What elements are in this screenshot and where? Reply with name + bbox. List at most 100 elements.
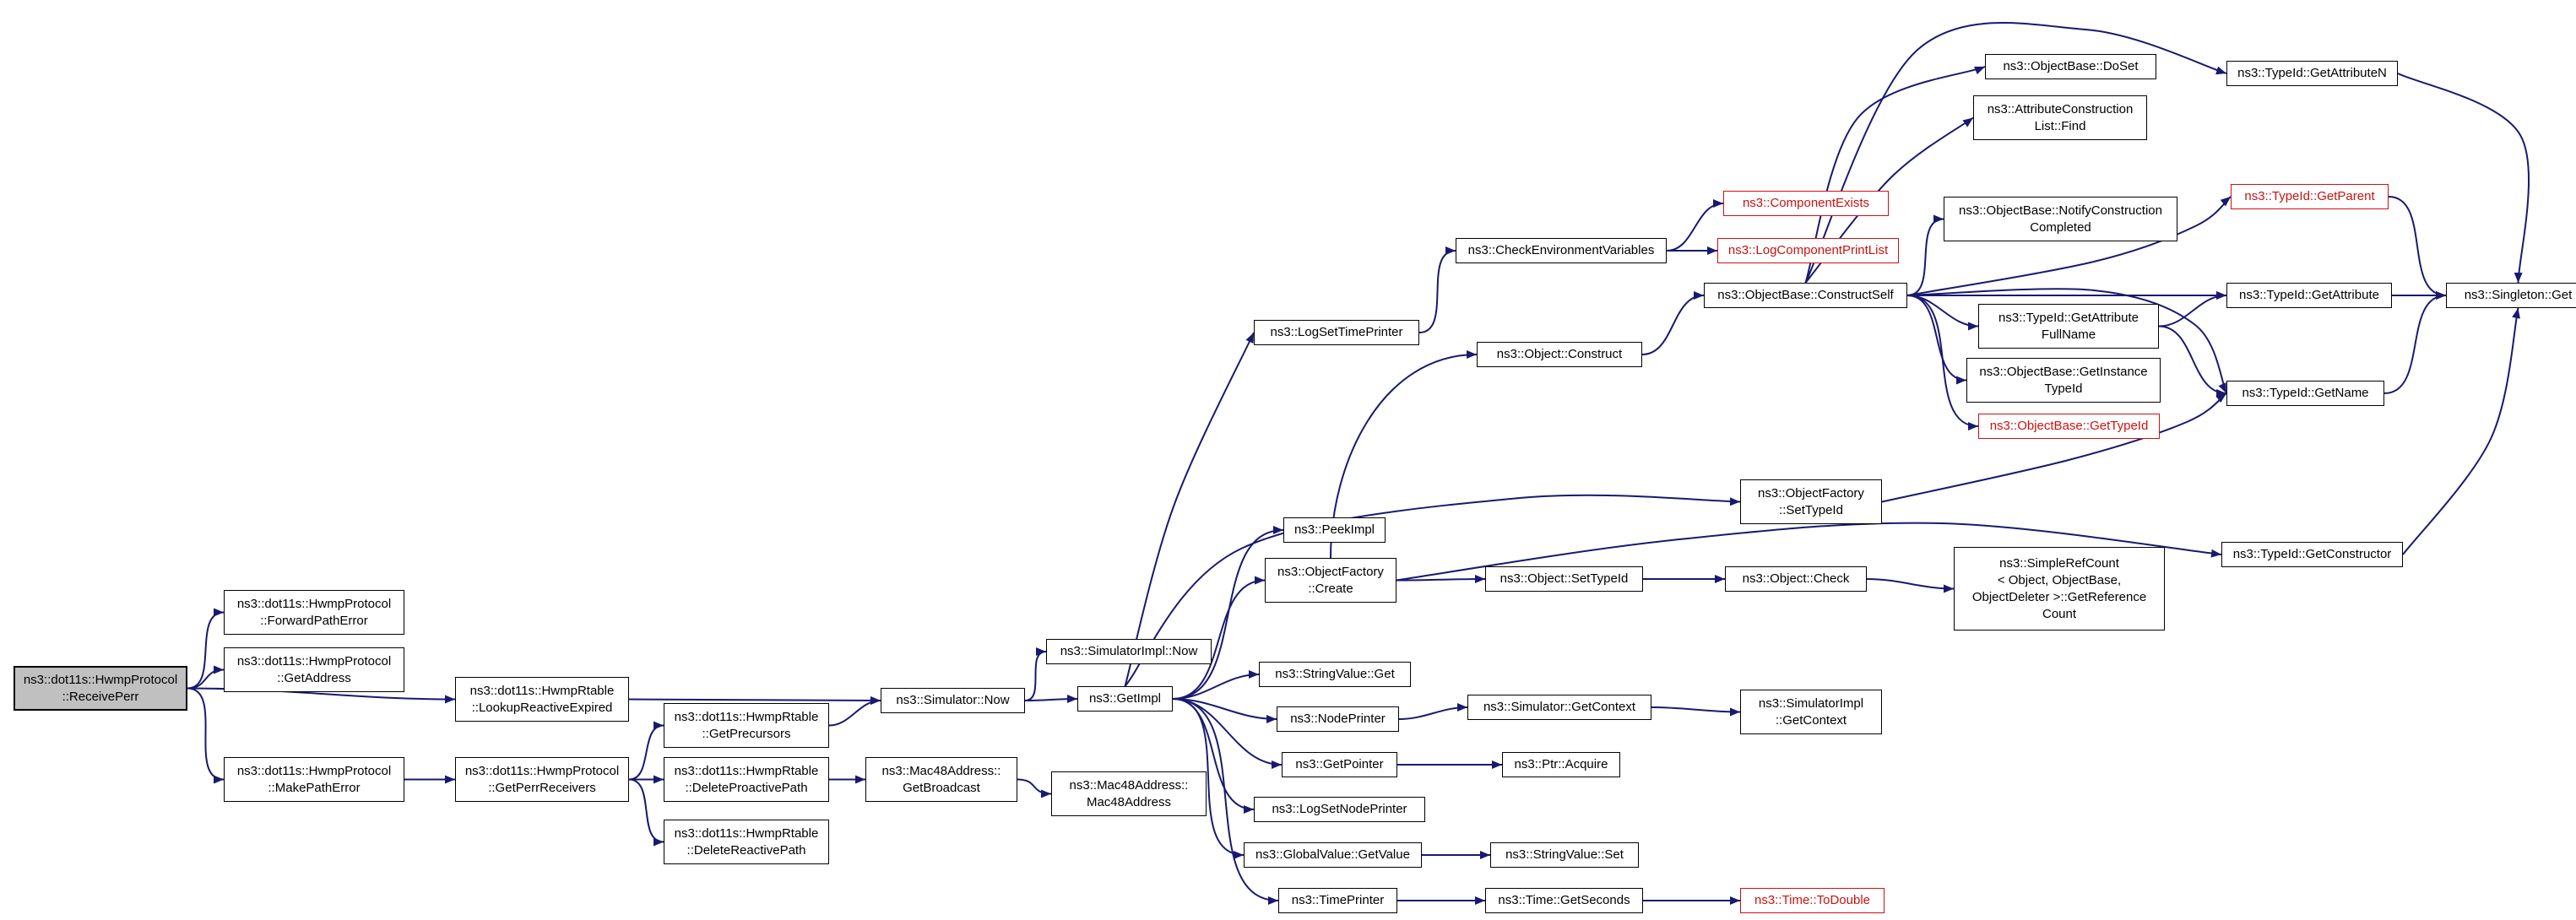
graph-node-getattribute[interactable]: ns3::TypeId::GetAttribute (2226, 283, 2392, 308)
graph-node-label: ns3::SimpleRefCount (1999, 555, 2119, 571)
edge-getconstructor-singletonget (2402, 307, 2520, 555)
edge-objectfactorycreate-objectsettypeid (1396, 575, 1486, 584)
graph-node-label: ns3::SimulatorImpl (1758, 695, 1864, 711)
graph-node-label: ns3::Object::SetTypeId (1500, 571, 1629, 586)
graph-node-timegetseconds[interactable]: ns3::Time::GetSeconds (1485, 888, 1643, 913)
graph-node-singletonget[interactable]: ns3::Singleton::Get (2446, 283, 2576, 308)
edge-getimpl-globalvaluegetvalue (1172, 698, 1245, 859)
graph-node-constructself[interactable]: ns3::ObjectBase::ConstructSelf (1704, 283, 1907, 308)
graph-node-label: ns3::StringValue::Set (1505, 847, 1624, 862)
graph-node-logsettimeprinter[interactable]: ns3::LogSetTimePrinter (1254, 320, 1419, 345)
graph-node-getperrreceivers[interactable]: ns3::dot11s::HwmpProtocol::GetPerrReceiv… (455, 757, 629, 802)
graph-node-getprecursors[interactable]: ns3::dot11s::HwmpRtable::GetPrecursors (664, 703, 829, 748)
graph-node-label: ns3::AttributeConstruction (1987, 101, 2134, 116)
edge-objectconstruct-constructself (1641, 291, 1705, 355)
graph-node-nodeprinter[interactable]: ns3::NodePrinter (1277, 706, 1399, 732)
edge-constructself-getinstancetypeid (1906, 295, 1967, 385)
graph-node-getpointer[interactable]: ns3::GetPointer (1282, 752, 1397, 777)
graph-node-label: ns3::TypeId::GetConstructor (2232, 547, 2392, 561)
graph-node-receiveperr[interactable]: ns3::dot11s::HwmpProtocol::ReceivePerr (14, 666, 187, 711)
graph-node-checkenv[interactable]: ns3::CheckEnvironmentVariables (1456, 238, 1667, 263)
graph-node-timetodouble[interactable]: ns3::Time::ToDouble (1740, 888, 1885, 913)
graph-node-objectfactorysettypeid[interactable]: ns3::ObjectFactory::SetTypeId (1740, 479, 1882, 524)
graph-node-objectfactorycreate[interactable]: ns3::ObjectFactory::Create (1265, 558, 1396, 603)
graph-node-label: ns3::dot11s::HwmpProtocol (464, 763, 620, 778)
edge-getattributefullname-getattribute (2158, 291, 2227, 327)
edge-getimpl-objectfactorysettypeid (1124, 494, 1741, 687)
graph-node-label: ns3::dot11s::HwmpProtocol (23, 672, 178, 687)
graph-node-stringvalueget[interactable]: ns3::StringValue::Get (1259, 662, 1411, 687)
graph-node-ptracquire[interactable]: ns3::Ptr::Acquire (1502, 752, 1620, 777)
graph-node-objectcheck[interactable]: ns3::Object::Check (1725, 566, 1867, 592)
graph-node-label: ns3::Object::Check (1742, 571, 1850, 586)
graph-node-label: ns3::ObjectBase::DoSet (2003, 59, 2139, 73)
edge-objectcheck-getreferencecount (1866, 578, 1955, 593)
edge-logsettimeprinter-checkenv (1418, 246, 1456, 333)
graph-node-simulatorgetcontext[interactable]: ns3::Simulator::GetContext (1467, 695, 1651, 720)
edge-getattributefullname-gettypename (2158, 325, 2227, 398)
edge-getimpl-objectfactorycreate (1172, 576, 1266, 700)
graph-node-logcomponentprintlist[interactable]: ns3::LogComponentPrintList (1717, 238, 1899, 263)
graph-node-label: ::DeleteReactivePath (686, 842, 806, 858)
graph-node-deletereactivepath[interactable]: ns3::dot11s::HwmpRtable::DeleteReactiveP… (664, 820, 829, 864)
graph-node-label: ns3::ObjectBase::ConstructSelf (1717, 288, 1894, 302)
graph-node-objectconstruct[interactable]: ns3::Object::Construct (1477, 342, 1642, 367)
graph-node-label: ::DeleteProactivePath (685, 780, 808, 795)
graph-node-getimpl[interactable]: ns3::GetImpl (1077, 686, 1173, 712)
graph-node-objectsettypeid[interactable]: ns3::Object::SetTypeId (1485, 566, 1643, 592)
graph-node-label: GetBroadcast (903, 780, 980, 795)
graph-node-getaddress[interactable]: ns3::dot11s::HwmpProtocol::GetAddress (224, 647, 404, 692)
graph-node-label: ns3::ObjectBase::NotifyConstruction (1959, 203, 2162, 218)
graph-node-componentexists[interactable]: ns3::ComponentExists (1723, 191, 1889, 216)
graph-node-label: ::ReceivePerr (62, 689, 139, 704)
edge-objectfactorysettypeid-gettypename (1881, 392, 2227, 503)
graph-node-label: ns3::StringValue::Get (1275, 667, 1395, 681)
edge-constructself-getattributen (1804, 22, 2227, 284)
edge-getimpl-timeprinter (1172, 698, 1279, 905)
graph-node-timeprinter[interactable]: ns3::TimePrinter (1278, 888, 1397, 913)
graph-node-label: ns3::Time::ToDouble (1754, 893, 1870, 907)
graph-node-label: ::GetPrecursors (702, 726, 791, 741)
graph-node-stringvalueset[interactable]: ns3::StringValue::Set (1490, 842, 1639, 868)
edge-getimpl-nodeprinter (1172, 698, 1277, 723)
graph-node-label: ns3::GlobalValue::GetValue (1255, 847, 1410, 862)
graph-node-label: ns3::dot11s::HwmpProtocol (236, 763, 392, 778)
graph-node-label: ns3::LogSetTimePrinter (1270, 325, 1403, 339)
graph-node-label: Mac48Address (1086, 794, 1172, 809)
graph-node-getreferencecount[interactable]: ns3::SimpleRefCount< Object, ObjectBase,… (1954, 547, 2165, 630)
graph-node-label: ::GetPerrReceivers (488, 780, 596, 795)
graph-node-deleteproactivepath[interactable]: ns3::dot11s::HwmpRtable::DeleteProactive… (664, 757, 829, 802)
edge-receiveperr-makepatherror (187, 687, 225, 784)
edge-constructself-getparent (1906, 196, 2232, 296)
graph-node-mac48address[interactable]: ns3::Mac48Address::Mac48Address (1051, 771, 1207, 816)
graph-node-gettypename[interactable]: ns3::TypeId::GetName (2226, 381, 2384, 406)
graph-node-makepatherror[interactable]: ns3::dot11s::HwmpProtocol::MakePathError (224, 757, 404, 802)
graph-node-getattributen[interactable]: ns3::TypeId::GetAttributeN (2226, 61, 2398, 86)
graph-node-forwardpatherror[interactable]: ns3::dot11s::HwmpProtocol::ForwardPathEr… (224, 590, 404, 635)
graph-node-label: ns3::Singleton::Get (2464, 288, 2573, 302)
graph-node-label: ns3::ObjectBase::GetTypeId (1989, 419, 2149, 433)
graph-node-peekimpl[interactable]: ns3::PeekImpl (1283, 517, 1386, 543)
graph-node-label: ::Create (1308, 581, 1353, 596)
graph-node-gettypeid[interactable]: ns3::ObjectBase::GetTypeId (1978, 414, 2160, 439)
graph-node-getbroadcast[interactable]: ns3::Mac48Address::GetBroadcast (865, 757, 1017, 802)
graph-node-label: < Object, ObjectBase, (1997, 572, 2122, 587)
graph-node-doset[interactable]: ns3::ObjectBase::DoSet (1985, 54, 2156, 79)
edge-checkenv-componentexists (1666, 199, 1724, 252)
graph-node-simulatorimplnow[interactable]: ns3::SimulatorImpl::Now (1046, 639, 1212, 664)
graph-node-label: ns3::dot11s::HwmpRtable (674, 825, 819, 841)
graph-node-lookupreactiveexpired[interactable]: ns3::dot11s::HwmpRtable::LookupReactiveE… (455, 677, 629, 722)
graph-node-logsetnodeprinter[interactable]: ns3::LogSetNodePrinter (1254, 797, 1425, 822)
graph-node-getparent[interactable]: ns3::TypeId::GetParent (2231, 184, 2389, 209)
graph-node-globalvaluegetvalue[interactable]: ns3::GlobalValue::GetValue (1244, 842, 1422, 868)
graph-node-simulatornow[interactable]: ns3::Simulator::Now (881, 688, 1025, 713)
graph-node-label: ns3::TypeId::GetParent (2244, 189, 2375, 203)
graph-node-simulatorimplgetcontext[interactable]: ns3::SimulatorImpl::GetContext (1740, 690, 1882, 734)
graph-node-label: ns3::TypeId::GetAttribute (1998, 310, 2139, 325)
graph-node-getconstructor[interactable]: ns3::TypeId::GetConstructor (2221, 542, 2403, 567)
